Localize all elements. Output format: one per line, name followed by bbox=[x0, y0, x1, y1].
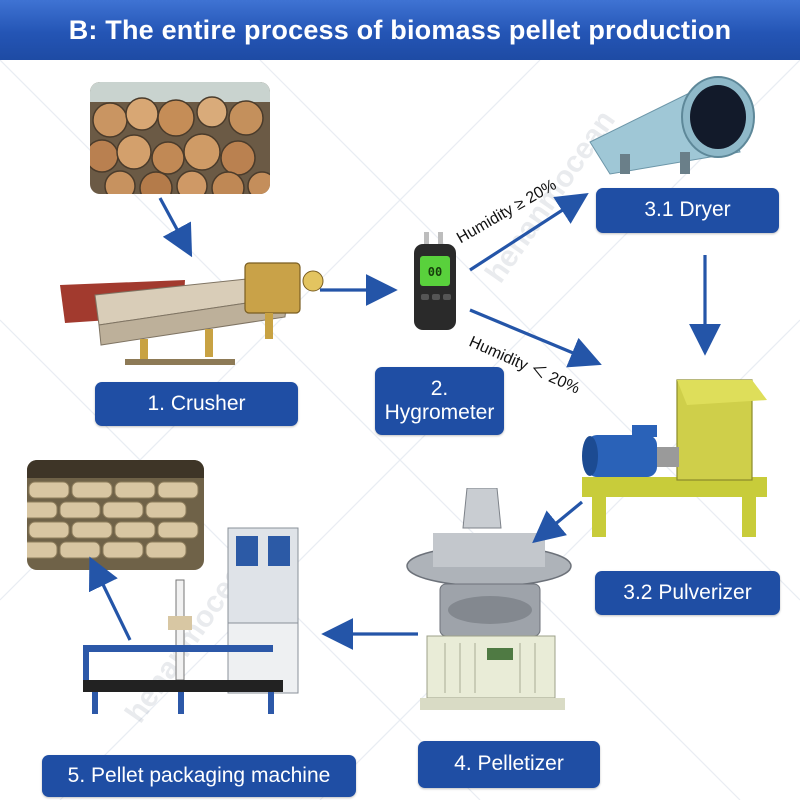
arrow-packaging-to-sacks bbox=[89, 556, 132, 641]
arrow-hygrometer-to-dryer bbox=[469, 193, 589, 272]
dryer-image bbox=[580, 72, 760, 182]
label-dryer: 3.1 Dryer bbox=[596, 188, 779, 233]
pulverizer-image bbox=[572, 375, 772, 540]
page-title: B: The entire process of biomass pellet … bbox=[0, 0, 800, 60]
label-hygrometer: 2. Hygrometer bbox=[375, 367, 504, 435]
packaging-machine-image bbox=[78, 520, 318, 715]
label-pelletizer: 4. Pelletizer bbox=[418, 741, 600, 788]
pellet-sacks-photo bbox=[27, 460, 204, 570]
label-hygrometer-text: Hygrometer bbox=[384, 401, 495, 424]
logs-photo bbox=[90, 82, 270, 194]
crusher-image bbox=[55, 255, 325, 370]
hygrometer-image: 00 bbox=[410, 232, 462, 332]
label-crusher: 1. Crusher bbox=[95, 382, 298, 426]
label-pulverizer: 3.2 Pulverizer bbox=[595, 571, 780, 615]
arrow-pulverizer-to-pelletizer bbox=[532, 500, 584, 544]
label-packaging: 5. Pellet packaging machine bbox=[42, 755, 356, 797]
arrow-logs-to-crusher bbox=[158, 197, 193, 258]
hygrometer-readout: 00 bbox=[428, 265, 442, 279]
label-hygrometer-number: 2. bbox=[430, 376, 449, 400]
pelletizer-image bbox=[405, 488, 577, 720]
arrow-hygrometer-to-pulverizer bbox=[469, 308, 602, 368]
